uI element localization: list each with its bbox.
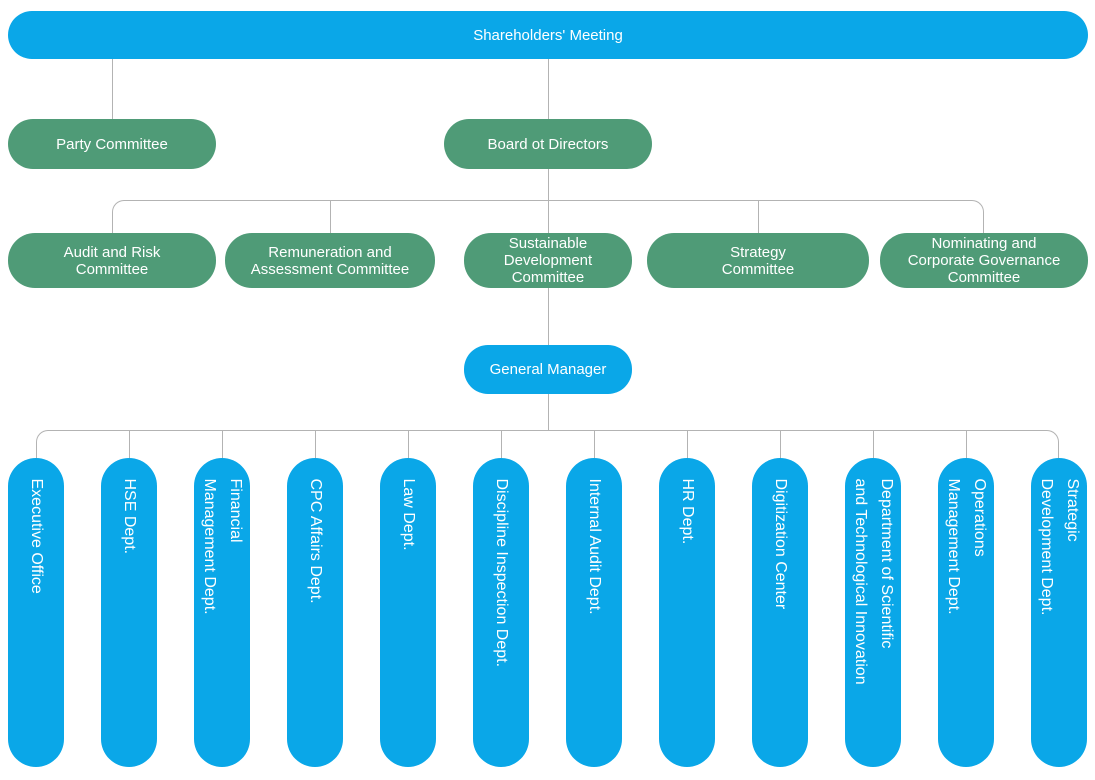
connector-rail-dept-10 [873, 431, 874, 458]
connector-rail-strategy [758, 201, 759, 233]
connector-rail-remuneration [330, 201, 331, 233]
node-remuneration-assessment-committee-label: Remuneration and Assessment Committee [250, 243, 410, 278]
node-dept-hse-label: HSE Dept. [121, 478, 138, 554]
node-dept-hse: HSE Dept. [101, 458, 157, 767]
connector-rail-dept-4 [315, 431, 316, 458]
node-dept-cpc-affairs: CPC Affairs Dept. [287, 458, 343, 767]
connector-sustainable-gm [548, 288, 549, 345]
node-strategy-committee-label: Strategy Committee [721, 243, 795, 278]
node-dept-financial-management-label: Financial Management Dept. [201, 478, 244, 615]
node-party-committee: Party Committee [8, 119, 216, 169]
node-party-committee-label: Party Committee [56, 135, 168, 153]
node-sustainable-development-committee-label: Sustainable Development Committee [503, 235, 593, 286]
node-dept-strategic-development: Strategic Development Dept. [1031, 458, 1087, 767]
connector-rail-dept-11 [966, 431, 967, 458]
node-audit-risk-committee-label: Audit and Risk Committee [63, 243, 161, 278]
node-sustainable-development-committee: Sustainable Development Committee [464, 233, 632, 288]
node-dept-law-label: Law Dept. [400, 478, 417, 551]
node-dept-internal-audit: Internal Audit Dept. [566, 458, 622, 767]
node-shareholders-meeting-label: Shareholders' Meeting [473, 26, 623, 44]
node-dept-internal-audit-label: Internal Audit Dept. [586, 478, 603, 615]
connector-rail-dept-3 [222, 431, 223, 458]
node-general-manager: General Manager [464, 345, 632, 394]
node-remuneration-assessment-committee: Remuneration and Assessment Committee [225, 233, 435, 288]
node-nominating-governance-committee: Nominating and Corporate Governance Comm… [880, 233, 1088, 288]
connector-gm-rail [548, 394, 549, 430]
connector-board-sustainable [548, 169, 549, 233]
node-strategy-committee: Strategy Committee [647, 233, 869, 288]
node-dept-scientific-technological-innovation: Department of Scientific and Technologic… [845, 458, 901, 767]
connector-rail-dept-2 [129, 431, 130, 458]
connector-rail-dept-7 [594, 431, 595, 458]
connector-root-party [112, 59, 113, 119]
node-dept-operations-management-label: Operations Management Dept. [945, 478, 988, 615]
node-dept-digitization-center-label: Digitization Center [772, 478, 789, 609]
node-dept-cpc-affairs-label: CPC Affairs Dept. [307, 478, 324, 604]
node-board-of-directors-label: Board ot Directors [487, 135, 609, 153]
node-nominating-governance-committee-label: Nominating and Corporate Governance Comm… [907, 235, 1061, 286]
node-dept-hr-label: HR Dept. [679, 478, 696, 544]
node-board-of-directors: Board ot Directors [444, 119, 652, 169]
node-dept-digitization-center: Digitization Center [752, 458, 808, 767]
node-dept-executive-office-label: Executive Office [28, 478, 45, 594]
node-dept-hr: HR Dept. [659, 458, 715, 767]
node-dept-law: Law Dept. [380, 458, 436, 767]
node-audit-risk-committee: Audit and Risk Committee [8, 233, 216, 288]
node-dept-financial-management: Financial Management Dept. [194, 458, 250, 767]
node-dept-scientific-technological-innovation-label: Department of Scientific and Technologic… [852, 478, 895, 685]
node-shareholders-meeting: Shareholders' Meeting [8, 11, 1088, 59]
node-dept-executive-office: Executive Office [8, 458, 64, 767]
connector-rail-dept-8 [687, 431, 688, 458]
connector-root-board [548, 59, 549, 119]
node-general-manager-label: General Manager [489, 361, 607, 378]
node-dept-operations-management: Operations Management Dept. [938, 458, 994, 767]
node-dept-discipline-inspection: Discipline Inspection Dept. [473, 458, 529, 767]
node-dept-strategic-development-label: Strategic Development Dept. [1038, 478, 1081, 615]
connector-rail-dept-6 [501, 431, 502, 458]
node-dept-discipline-inspection-label: Discipline Inspection Dept. [493, 478, 510, 667]
connector-rail-dept-5 [408, 431, 409, 458]
connector-departments-rail [36, 430, 1059, 458]
connector-rail-dept-9 [780, 431, 781, 458]
